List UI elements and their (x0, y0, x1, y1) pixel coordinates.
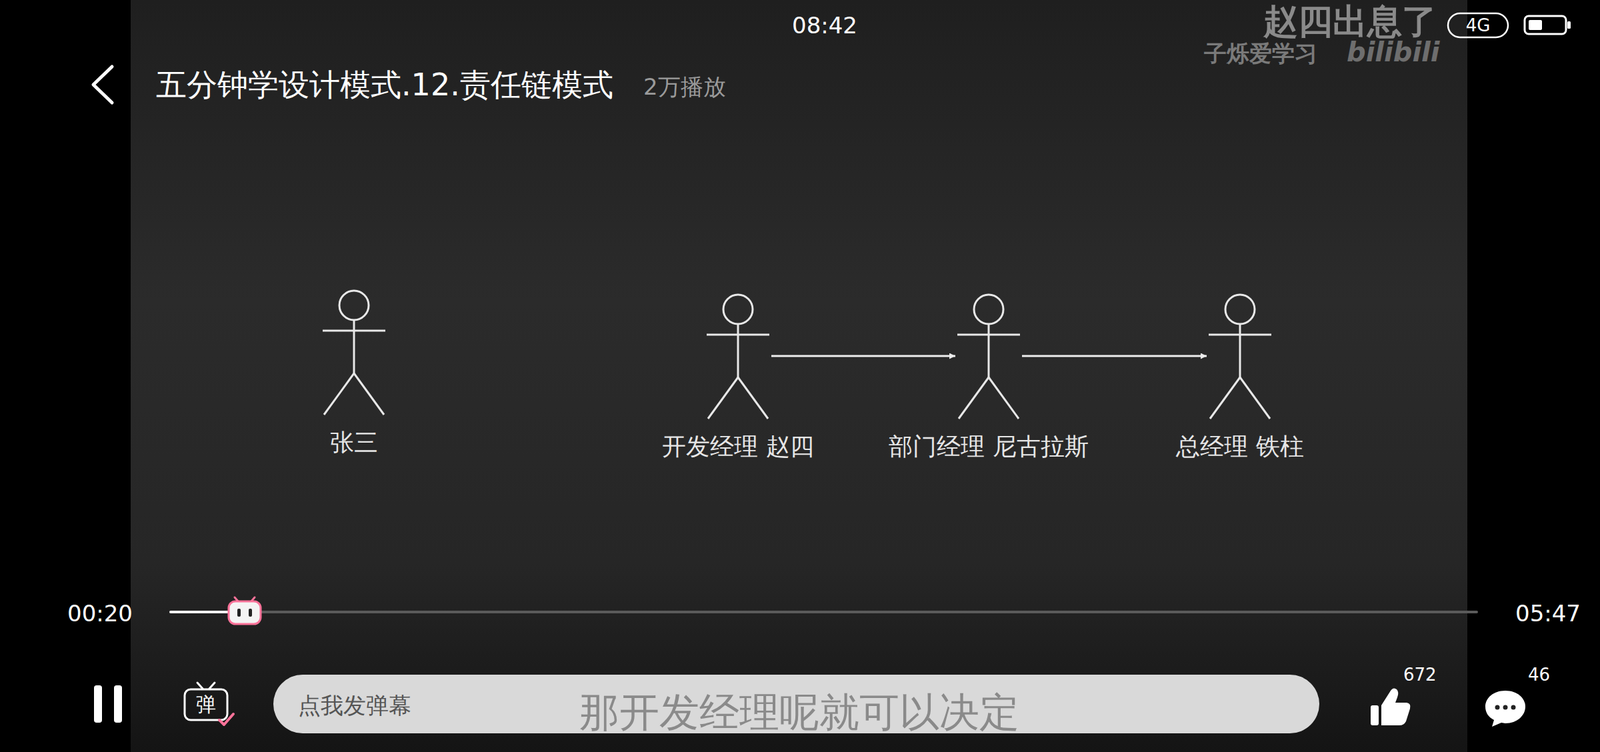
chain-arrow (1022, 355, 1207, 358)
total-time: 05:47 (1515, 602, 1581, 625)
video-title: 五分钟学设计模式.12.责任链模式 (156, 69, 614, 100)
back-chevron (93, 66, 112, 103)
pause-icon (94, 685, 122, 723)
progress-bar (170, 597, 1477, 624)
like-count: 672 (1403, 666, 1437, 684)
stick-figure (956, 294, 1021, 421)
video-frame (130, 0, 1468, 752)
view-count: 2万播放 (643, 75, 726, 98)
subtitle: 那开发经理呢就可以决定 (579, 692, 1020, 732)
stick-figure (1208, 294, 1272, 421)
watermark-logo: bilibili (1346, 38, 1440, 66)
stick-figure-node: 部门经理 尼古拉斯 (956, 294, 1021, 421)
danmaku-toggle-icon (184, 682, 234, 725)
person-label: 部门经理 尼古拉斯 (888, 432, 1088, 460)
comment-count: 46 (1528, 666, 1550, 684)
person-label: 开发经理 赵四 (662, 432, 814, 460)
battery-icon (1524, 16, 1571, 34)
like-icon (1370, 688, 1410, 726)
network-pill (1448, 13, 1508, 38)
person-label: 总经理 铁柱 (1176, 432, 1304, 460)
person-label: 张三 (330, 428, 378, 456)
status-time: 08:42 (792, 14, 858, 37)
stick-figure-node: 张三 (322, 290, 386, 417)
comment-icon (1485, 690, 1526, 727)
elapsed-time: 00:20 (67, 602, 133, 625)
watermark-author: 子烁爱学习 (1204, 42, 1318, 65)
danmaku-input (273, 674, 1320, 734)
stick-figure (706, 294, 770, 421)
watermark-text: 赵四出息了 (1263, 4, 1437, 39)
danmaku-icon-text: 弹 (196, 694, 216, 715)
input-placeholder: 点我发弹幕 (298, 694, 412, 717)
stick-figure (322, 290, 386, 417)
stick-figure-node: 总经理 铁柱 (1208, 294, 1272, 421)
stick-figure-node: 开发经理 赵四 (706, 294, 770, 421)
chain-arrow (771, 355, 956, 358)
network-indicator: 4G (1466, 16, 1491, 34)
